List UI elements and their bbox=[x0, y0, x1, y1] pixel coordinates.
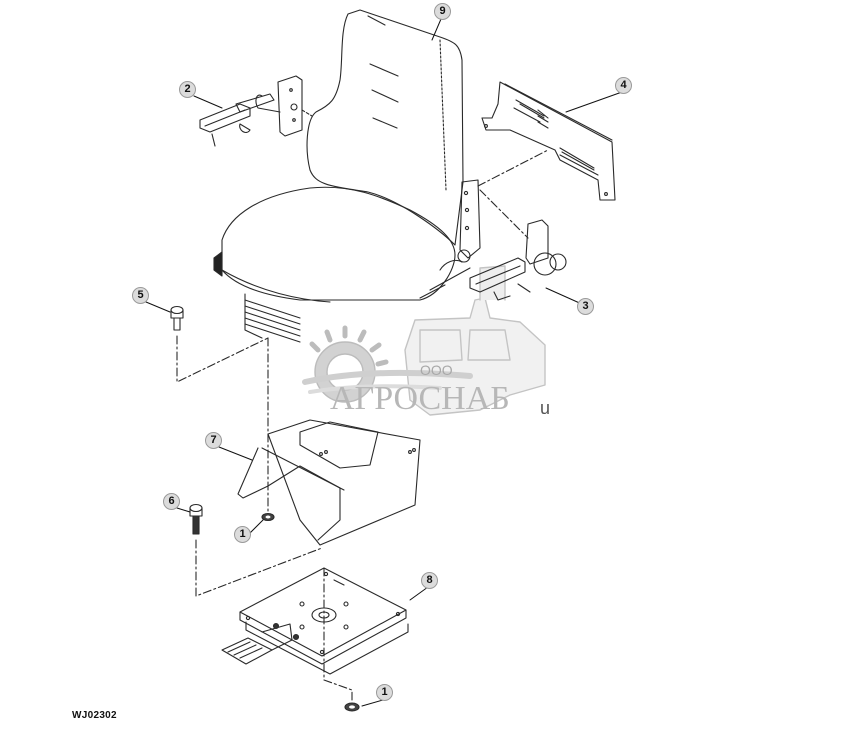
watermark-logo bbox=[302, 265, 546, 416]
bracket-plate-part-4 bbox=[477, 81, 616, 201]
callout-7: 7 bbox=[205, 432, 222, 449]
support-bracket-part-7 bbox=[237, 419, 421, 546]
armrest-part-3 bbox=[469, 189, 567, 301]
watermark-prefix: ООО bbox=[420, 362, 453, 378]
callout-2: 2 bbox=[179, 81, 196, 98]
cap-screw-part-5 bbox=[170, 305, 269, 383]
callout-4: 4 bbox=[615, 77, 632, 94]
callout-1-upper: 1 bbox=[234, 526, 251, 543]
callout-5: 5 bbox=[132, 287, 149, 304]
nut-part-1-upper bbox=[261, 512, 275, 522]
armrest-part-2 bbox=[199, 75, 313, 147]
callout-8: 8 bbox=[421, 572, 438, 589]
callout-6: 6 bbox=[163, 493, 180, 510]
watermark-suffix: u bbox=[540, 398, 551, 418]
drawing-id-label: WJ02302 bbox=[72, 710, 117, 721]
callout-3: 3 bbox=[577, 298, 594, 315]
callout-9: 9 bbox=[434, 3, 451, 20]
watermark-company: АГРОСНАБ bbox=[330, 380, 510, 417]
swivel-plate-part-8 bbox=[221, 567, 409, 701]
cap-screw-part-6 bbox=[189, 503, 323, 597]
nut-part-1-lower bbox=[344, 702, 360, 712]
seat-part-9 bbox=[213, 9, 481, 343]
callout-1-lower: 1 bbox=[376, 684, 393, 701]
leader-lines bbox=[145, 18, 623, 707]
